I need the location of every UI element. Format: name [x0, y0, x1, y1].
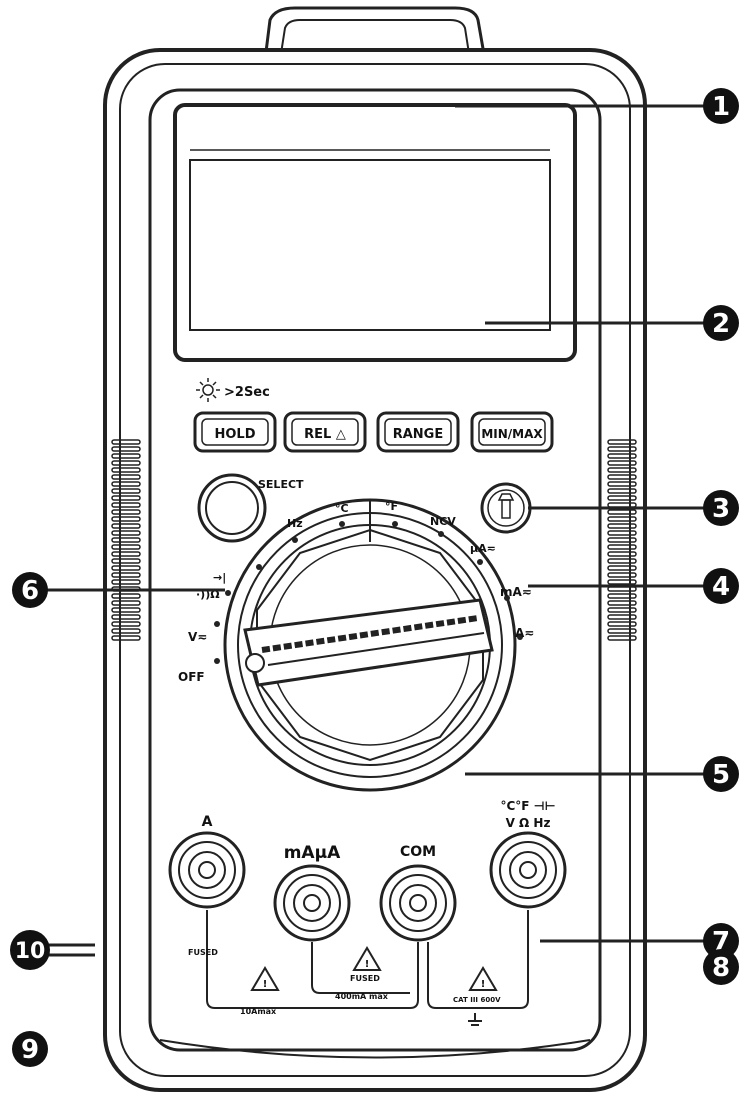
rel-button[interactable]: REL △	[283, 411, 367, 453]
dial-label-v: V≂	[188, 630, 207, 644]
jack-a-label: A	[202, 814, 213, 830]
callout-4: 4	[703, 568, 739, 604]
flashlight-button[interactable]	[480, 482, 532, 534]
svg-text:7: 7	[712, 927, 730, 957]
top-strap	[263, 6, 487, 61]
hold-button[interactable]: HOLD	[193, 411, 277, 453]
minmax-button[interactable]: MIN/MAX	[470, 411, 554, 453]
dial-label-off: OFF	[178, 670, 205, 684]
backlight-hint: >2Sec	[196, 378, 270, 402]
jack-connection-lines	[206, 910, 529, 1009]
rotary-dial[interactable]	[223, 498, 517, 792]
callout-2: 2	[703, 305, 739, 341]
dial-label-ua: µA≂	[470, 542, 496, 555]
svg-text:6: 6	[21, 576, 39, 606]
range-button[interactable]: RANGE	[376, 411, 460, 453]
callout-7: 7	[703, 923, 739, 959]
jack-vohm-label-1: °C°F ⊣⊢	[500, 799, 555, 813]
backlight-hint-text: >2Sec	[224, 385, 270, 400]
jack-com[interactable]	[379, 864, 457, 942]
callout-leaders	[30, 104, 720, 957]
svg-text:10: 10	[15, 939, 46, 964]
callout-10: 10	[10, 930, 50, 970]
fused-label-left: FUSED	[188, 948, 218, 957]
callout-6: 6	[12, 572, 48, 608]
callout-3: 3	[703, 490, 739, 526]
bottom-curve	[159, 1039, 591, 1059]
lcd-screen	[189, 159, 551, 331]
ground-icon	[468, 1013, 482, 1026]
jack-vohm-label-2: V Ω Hz	[506, 816, 551, 830]
dial-label-fahrenheit: °F	[385, 500, 398, 513]
max-10a-label: 10Amax	[240, 1007, 277, 1016]
svg-text:8: 8	[712, 953, 730, 983]
jack-maua-label: mAµA	[284, 843, 341, 863]
dial-label-hz: Hz	[287, 517, 303, 530]
callout-9: 9	[12, 1031, 48, 1067]
right-grip	[607, 439, 637, 641]
svg-text:5: 5	[712, 760, 730, 790]
dial-label-ma: mA≂	[500, 585, 532, 599]
svg-text:4: 4	[712, 572, 730, 602]
jack-maua[interactable]	[273, 864, 351, 942]
top-strap-inner	[279, 19, 471, 61]
hold-button-label: HOLD	[214, 427, 255, 442]
callout-5: 5	[703, 756, 739, 792]
svg-text:3: 3	[712, 494, 730, 524]
dial-label-diode: →|	[213, 571, 226, 584]
rel-button-label: REL △	[304, 427, 346, 442]
sun-icon	[202, 384, 214, 396]
select-label: SELECT	[258, 478, 304, 491]
callout-8: 8	[703, 949, 739, 985]
jack-a[interactable]	[168, 831, 246, 909]
dial-label-celsius: °C	[335, 502, 349, 515]
dial-knob-bar[interactable]	[243, 598, 494, 687]
dial-octagon	[256, 528, 484, 762]
dial-dots	[214, 521, 523, 664]
jack-com-label: COM	[400, 844, 436, 860]
dial-label-a: A≂	[515, 626, 534, 640]
cat-rating-label: CAT III 600V	[453, 996, 501, 1004]
dial-pointer-icon	[245, 653, 265, 673]
svg-text:2: 2	[712, 309, 730, 339]
svg-text:!: !	[263, 979, 268, 990]
warning-triangle-left: !	[250, 966, 280, 991]
svg-text:9: 9	[21, 1035, 39, 1065]
sun-rays-icon	[196, 378, 220, 402]
minmax-button-label: MIN/MAX	[481, 427, 543, 441]
select-button[interactable]	[197, 473, 267, 543]
max-400ma-label: 400mA max	[335, 992, 389, 1001]
svg-text:!: !	[365, 959, 370, 970]
warning-triangle-right: !	[468, 966, 498, 991]
jack-vohm[interactable]	[489, 831, 567, 909]
dial-label-ncv: NCV	[430, 515, 456, 528]
range-button-label: RANGE	[393, 427, 444, 442]
svg-text:1: 1	[712, 92, 730, 122]
warning-triangle-mid: !	[352, 946, 382, 971]
fused-label-mid: FUSED	[350, 974, 380, 983]
callout-1: 1	[703, 88, 739, 124]
svg-text:!: !	[481, 979, 486, 990]
